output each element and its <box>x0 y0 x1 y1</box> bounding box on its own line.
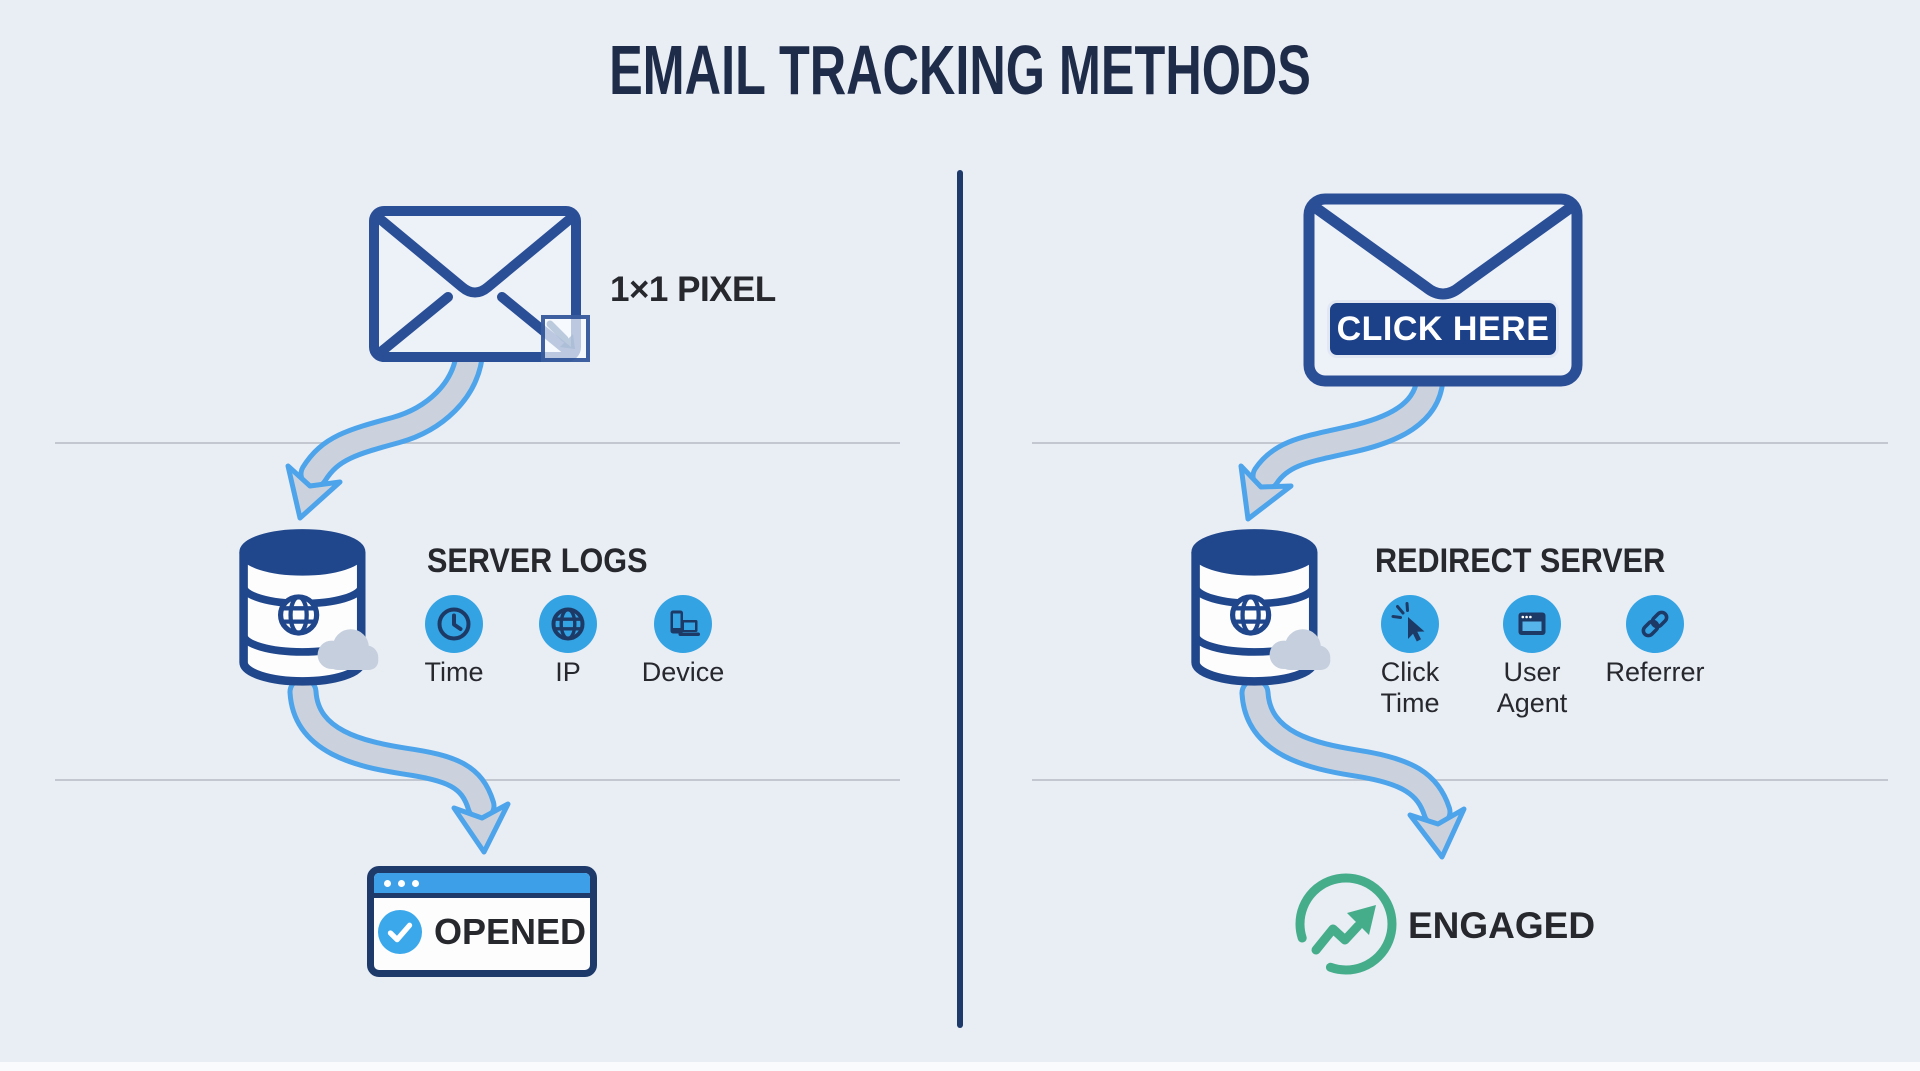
trending-up-circle-icon <box>1295 873 1397 975</box>
browser-window: OPENED <box>367 866 597 977</box>
window-dot <box>384 879 391 887</box>
tracking-pixel-square <box>541 315 590 362</box>
server-logs-heading: SERVER LOGS <box>427 542 648 580</box>
window-dot <box>398 879 405 887</box>
redirect-server-heading: REDIRECT SERVER <box>1375 542 1666 580</box>
arrow-email-to-redirect <box>1238 362 1446 522</box>
globe-icon <box>539 595 597 653</box>
engaged-status-label: ENGAGED <box>1408 905 1596 946</box>
clock-icon <box>425 595 483 653</box>
horizontal-divider <box>55 442 900 444</box>
browser-window-icon <box>1503 595 1561 653</box>
horizontal-divider <box>1032 779 1888 781</box>
devices-icon <box>654 595 712 653</box>
opened-status-label: OPENED <box>433 910 587 952</box>
envelope-icon <box>1303 193 1583 387</box>
bottom-strip <box>0 1062 1920 1071</box>
arrow-redirect-to-engaged <box>1239 677 1467 860</box>
window-dot <box>412 879 419 887</box>
attribute-label: User Agent <box>1496 657 1568 718</box>
check-circle-icon <box>377 909 422 954</box>
attribute-label: Click Time <box>1380 657 1440 718</box>
window-title-bar <box>374 873 590 898</box>
horizontal-divider <box>1032 442 1888 444</box>
cursor-click-icon <box>1381 595 1439 653</box>
attribute-label: IP <box>555 657 581 687</box>
click-here-label: CLICK HERE <box>1336 309 1550 348</box>
arrow-serverlogs-to-opened <box>287 676 511 855</box>
pixel-label: 1×1 PIXEL <box>610 270 776 309</box>
attribute-label: Referrer <box>1605 657 1705 687</box>
attribute-label: Device <box>641 657 725 687</box>
click-here-button: CLICK HERE <box>1327 300 1559 358</box>
diagonal-arrow-icon <box>546 320 575 349</box>
link-icon <box>1626 595 1684 653</box>
database-cloud-icon <box>1186 522 1338 688</box>
arrow-email-to-serverlogs <box>285 332 486 521</box>
page-title: EMAIL TRACKING METHODS <box>609 31 1311 109</box>
attribute-label: Time <box>424 657 484 687</box>
database-cloud-icon <box>234 522 386 688</box>
vertical-divider <box>957 170 963 1028</box>
